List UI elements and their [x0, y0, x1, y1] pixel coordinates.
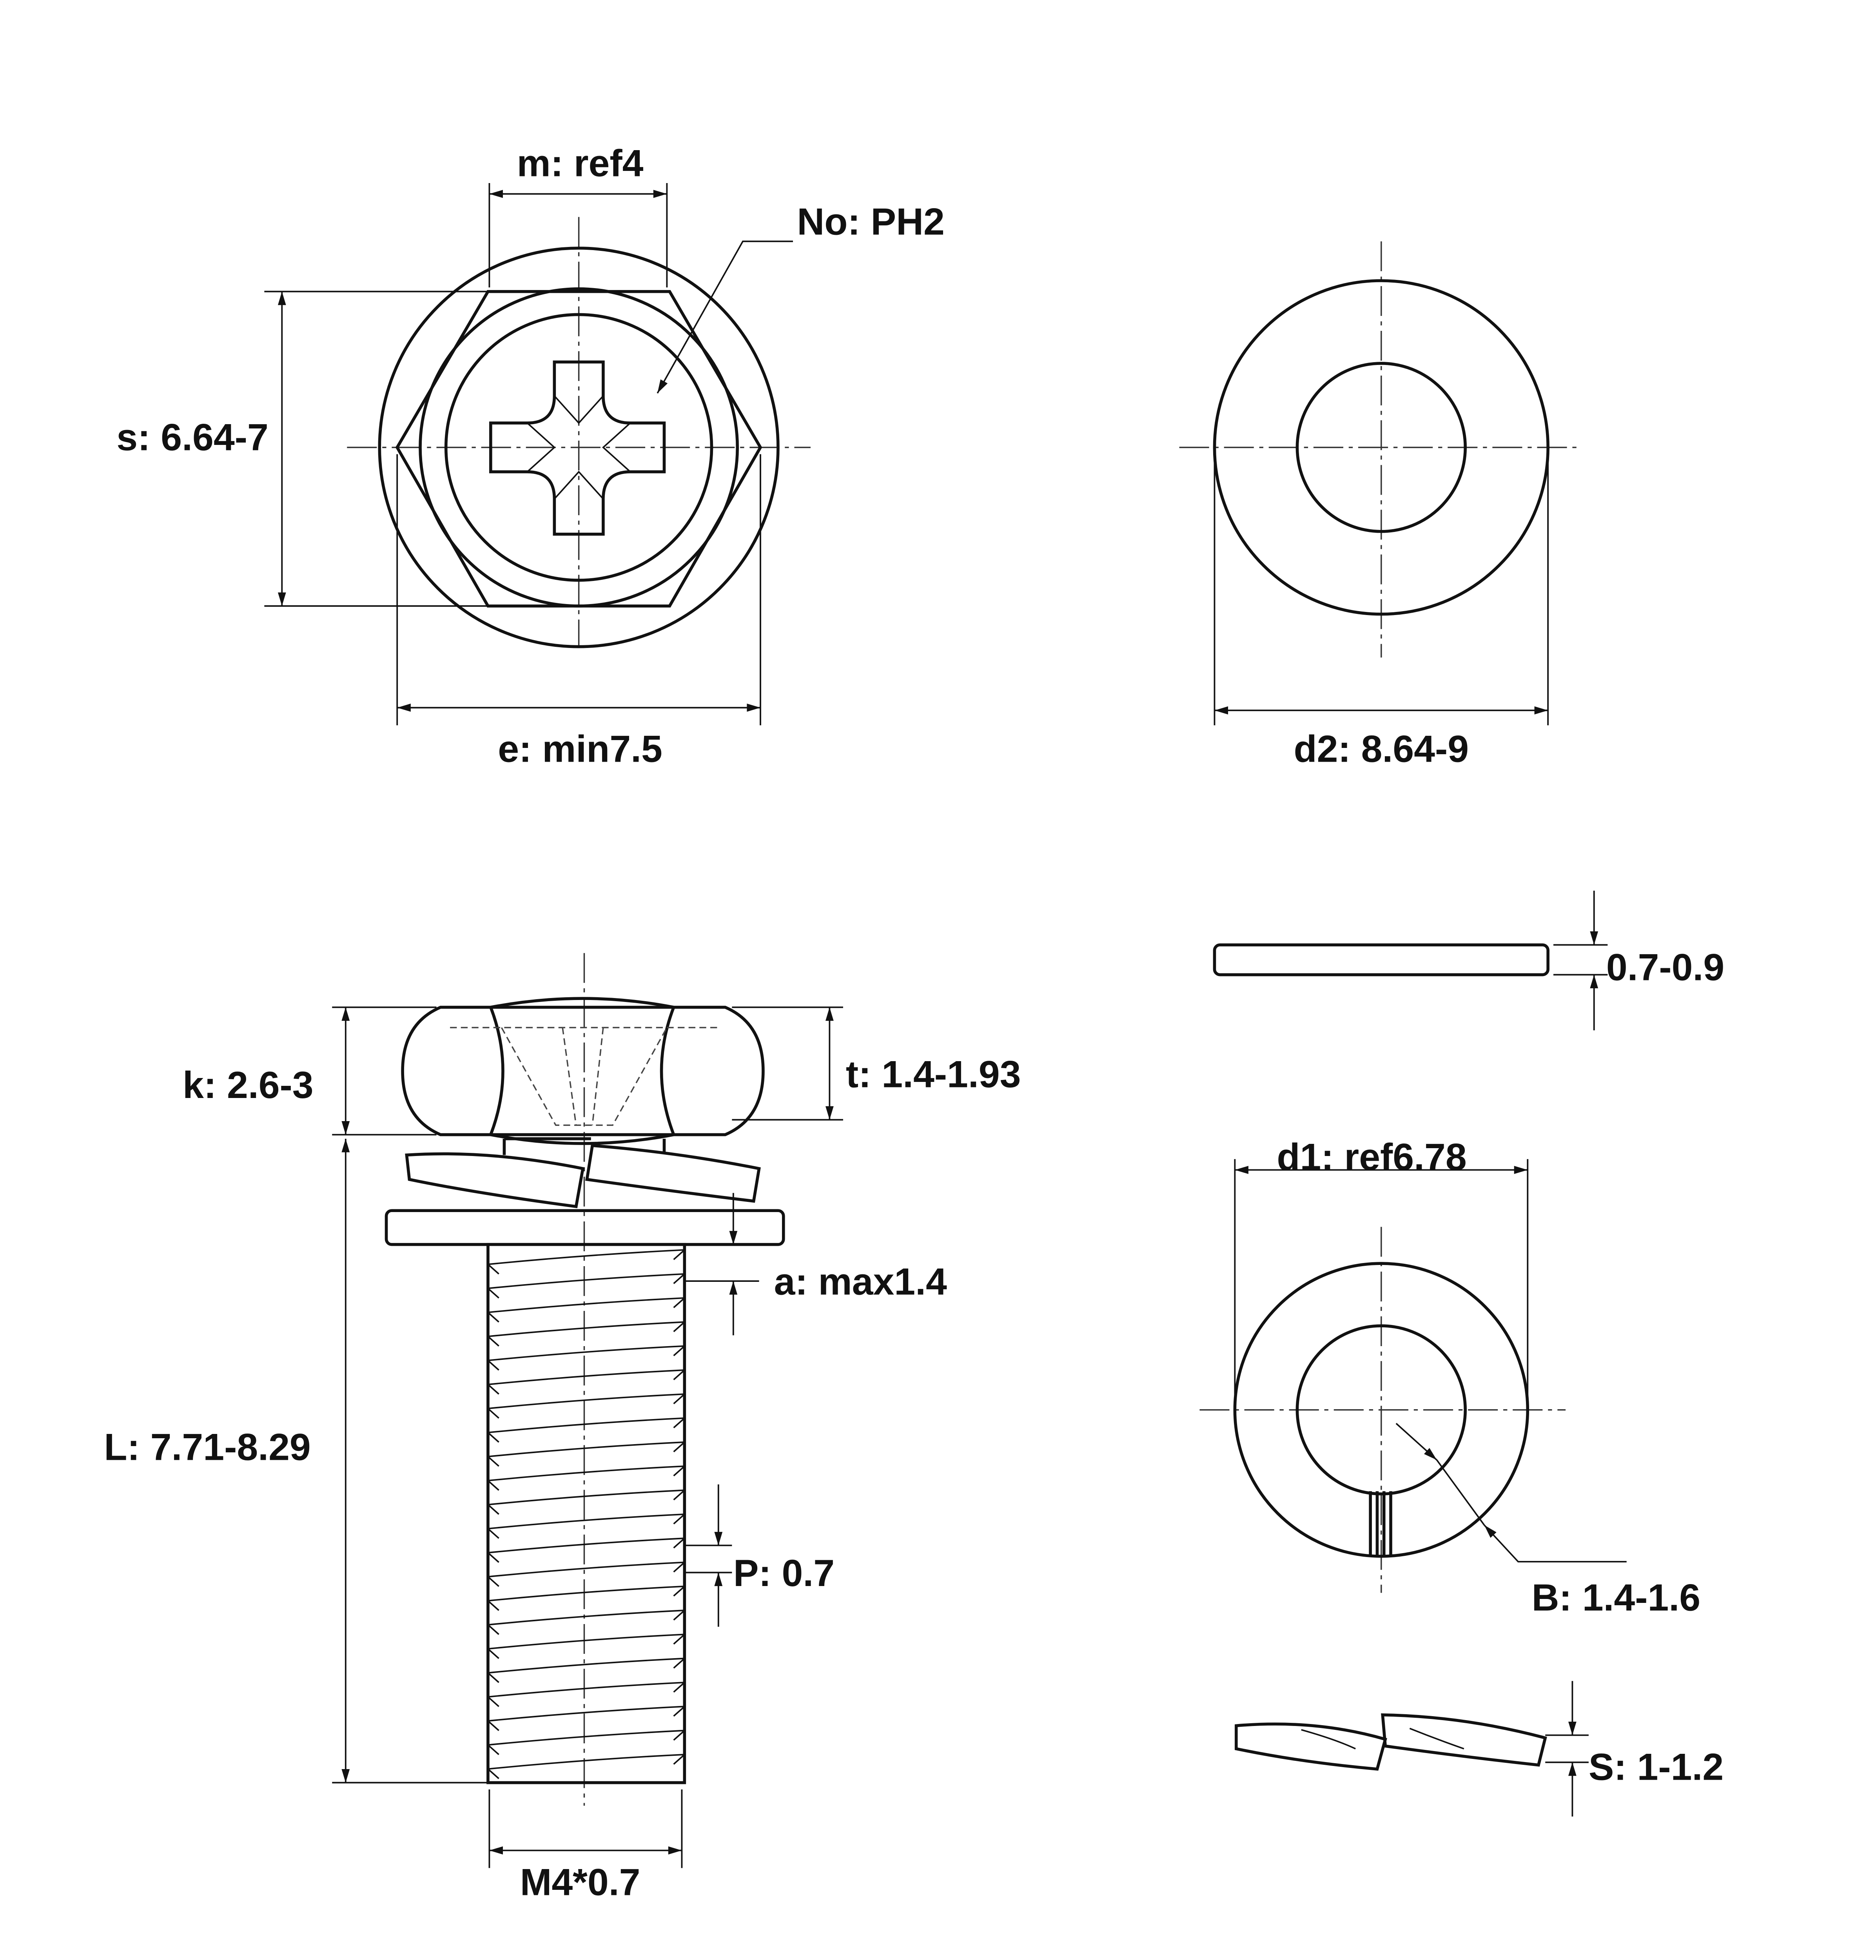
dim-M: M4*0.7	[488, 1789, 683, 1904]
thread-crest	[487, 1249, 685, 1275]
phillips-recess	[489, 360, 666, 536]
lock-washer-side	[405, 1137, 761, 1209]
dim-s: s: 6.64-7	[116, 290, 488, 607]
flat-washer-top-view: d2: 8.64-9	[1179, 241, 1579, 770]
label-e: e: min7.5	[498, 728, 662, 770]
dim-e: e: min7.5	[396, 454, 761, 770]
thread-crest	[487, 1610, 685, 1635]
label-k: k: 2.6-3	[183, 1063, 314, 1106]
thread-crest	[487, 1345, 685, 1371]
thread-crest	[487, 1273, 685, 1299]
spring-washer-top-view: d1: ref6.78 B: 1.4-1.6	[1199, 1136, 1700, 1619]
dim-a: a: max1.4	[684, 1193, 947, 1336]
label-a: a: max1.4	[774, 1260, 947, 1303]
threaded-shank	[486, 1243, 686, 1784]
flat-washer-side-view: 0.7-0.9	[1213, 891, 1724, 1031]
thread-crest	[487, 1297, 685, 1323]
label-m: m: ref4	[517, 142, 644, 185]
dim-m: m: ref4	[488, 142, 668, 288]
label-S: S: 1-1.2	[1589, 1746, 1724, 1788]
label-L: L: 7.71-8.29	[104, 1426, 310, 1468]
label-s: s: 6.64-7	[116, 416, 268, 458]
label-no: No: PH2	[797, 200, 945, 243]
label-t: t: 1.4-1.93	[846, 1053, 1021, 1096]
thread-crest	[487, 1561, 685, 1587]
label-d2: d2: 8.64-9	[1294, 728, 1469, 770]
thread-crest	[487, 1585, 685, 1611]
thread-crest	[487, 1441, 685, 1467]
thread-crest	[487, 1465, 685, 1491]
thread-crest	[487, 1417, 685, 1443]
dim-k: k: 2.6-3	[183, 1006, 437, 1136]
thread-crest	[487, 1657, 685, 1683]
label-P: P: 0.7	[733, 1552, 835, 1594]
thread-crest	[487, 1537, 685, 1563]
thread-crest	[487, 1753, 685, 1779]
dim-P: P: 0.7	[684, 1484, 835, 1627]
spring-washer-side-view: S: 1-1.2	[1234, 1681, 1724, 1817]
threads	[487, 1249, 685, 1779]
dim-no: No: PH2	[657, 200, 945, 394]
thread-crest	[487, 1706, 685, 1731]
thread-crest	[487, 1513, 685, 1539]
dim-t: t: 1.4-1.93	[732, 1006, 1021, 1121]
thread-crest	[487, 1321, 685, 1347]
label-d1: d1: ref6.78	[1277, 1136, 1466, 1178]
label-B: B: 1.4-1.6	[1532, 1576, 1700, 1619]
dim-L: L: 7.71-8.29	[104, 1138, 488, 1784]
head-top-view	[347, 217, 811, 648]
thread-crest	[487, 1682, 685, 1707]
bolt-side-view	[385, 953, 785, 1806]
thread-crest	[487, 1489, 685, 1515]
label-thickness: 0.7-0.9	[1606, 946, 1724, 988]
thread-crest	[487, 1730, 685, 1755]
thread-crest	[487, 1633, 685, 1659]
thread-crest	[487, 1393, 685, 1419]
label-M: M4*0.7	[520, 1861, 640, 1904]
thread-crest	[487, 1369, 685, 1395]
